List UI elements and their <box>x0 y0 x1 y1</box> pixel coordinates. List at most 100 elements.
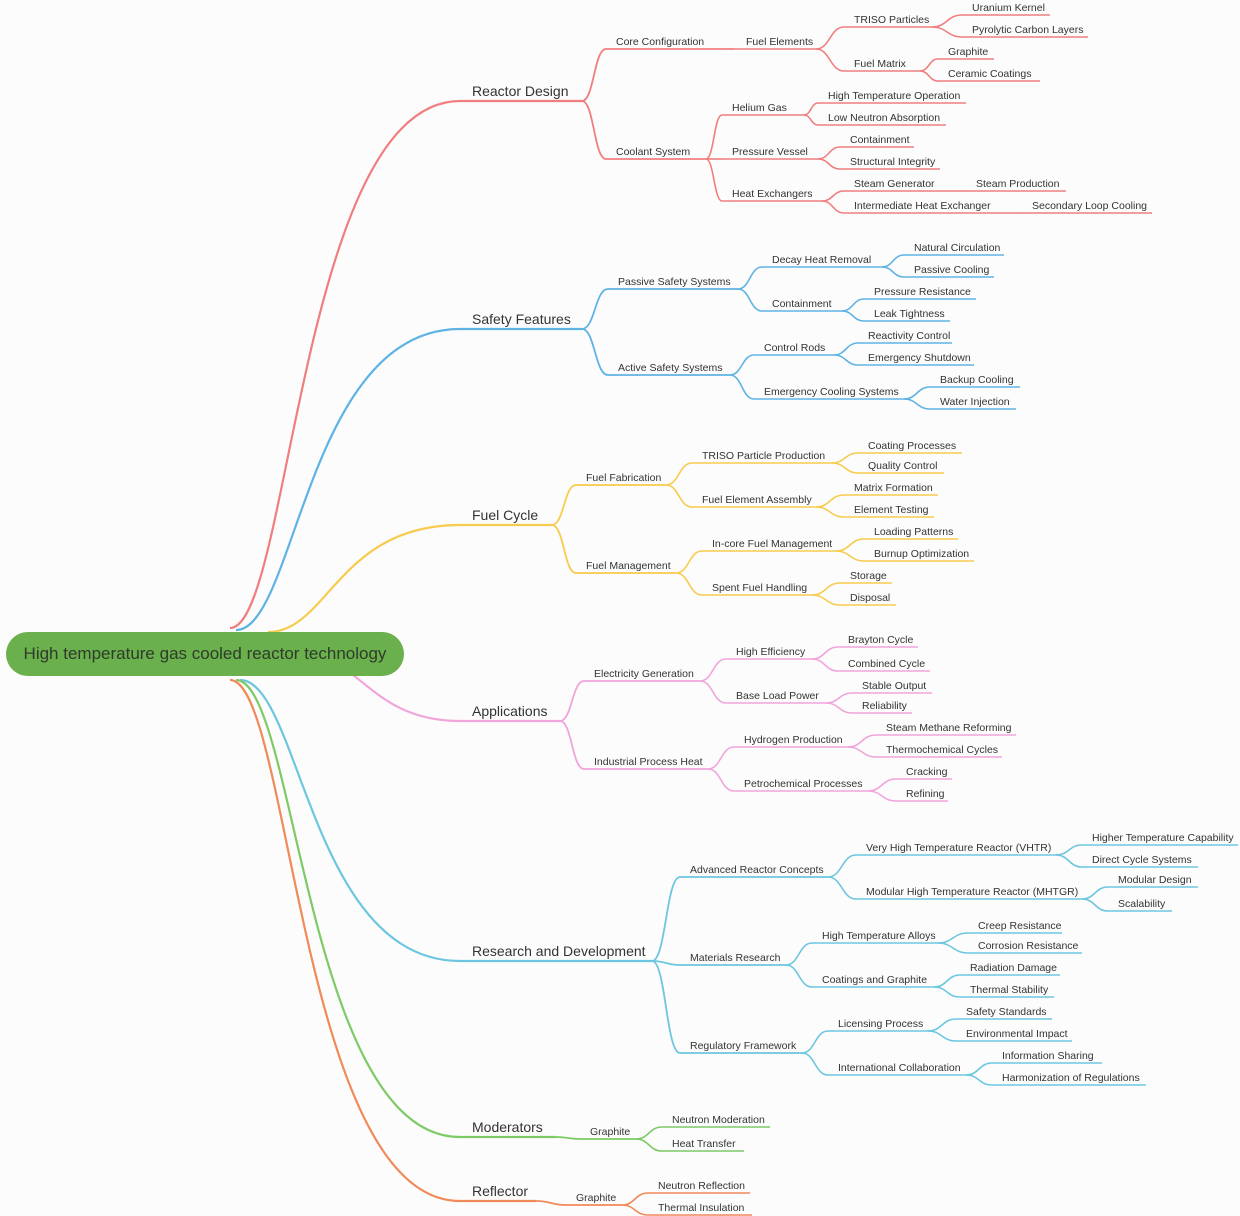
node-secondary-loop-cooling[interactable]: Secondary Loop Cooling <box>1032 200 1147 212</box>
root-node[interactable]: High temperature gas cooled reactor tech… <box>6 632 404 676</box>
node-very-high-temperature-reactor-vhtr[interactable]: Very High Temperature Reactor (VHTR) <box>866 842 1051 854</box>
node-low-neutron-absorption[interactable]: Low Neutron Absorption <box>828 112 940 124</box>
node-direct-cycle-systems[interactable]: Direct Cycle Systems <box>1092 854 1192 866</box>
node-containment[interactable]: Containment <box>850 134 910 146</box>
node-high-temperature-operation[interactable]: High Temperature Operation <box>828 90 960 102</box>
branch-reactor-design[interactable]: Reactor Design <box>472 83 569 99</box>
connector-fuel-element-assembly <box>665 484 693 508</box>
branch-reflector[interactable]: Reflector <box>472 1183 528 1199</box>
node-element-testing[interactable]: Element Testing <box>854 504 929 516</box>
node-graphite[interactable]: Graphite <box>948 46 988 58</box>
node-fuel-matrix[interactable]: Fuel Matrix <box>854 58 907 70</box>
node-triso-particle-production[interactable]: TRISO Particle Production <box>702 450 825 462</box>
node-helium-gas[interactable]: Helium Gas <box>732 102 787 114</box>
node-modular-design[interactable]: Modular Design <box>1118 874 1192 886</box>
node-stable-output[interactable]: Stable Output <box>862 680 926 692</box>
node-passive-safety-systems[interactable]: Passive Safety Systems <box>618 276 731 288</box>
node-active-safety-systems[interactable]: Active Safety Systems <box>618 362 722 374</box>
node-passive-cooling[interactable]: Passive Cooling <box>914 264 989 276</box>
connector-low-neutron-absorption <box>803 114 819 126</box>
node-materials-research[interactable]: Materials Research <box>690 952 781 964</box>
node-spent-fuel-handling[interactable]: Spent Fuel Handling <box>712 582 807 594</box>
node-electricity-generation[interactable]: Electricity Generation <box>594 668 694 680</box>
node-refining[interactable]: Refining <box>906 788 945 800</box>
node-base-load-power[interactable]: Base Load Power <box>736 690 819 702</box>
node-graphite[interactable]: Graphite <box>576 1192 616 1204</box>
node-heat-exchangers[interactable]: Heat Exchangers <box>732 188 813 200</box>
node-pyrolytic-carbon-layers[interactable]: Pyrolytic Carbon Layers <box>972 24 1083 36</box>
node-graphite[interactable]: Graphite <box>590 1126 630 1138</box>
node-modular-high-temperature-reactor-mhtgr[interactable]: Modular High Temperature Reactor (MHTGR) <box>866 886 1078 898</box>
node-backup-cooling[interactable]: Backup Cooling <box>940 374 1014 386</box>
branch-applications[interactable]: Applications <box>472 703 548 719</box>
node-environmental-impact[interactable]: Environmental Impact <box>966 1028 1068 1040</box>
node-steam-generator[interactable]: Steam Generator <box>854 178 935 190</box>
node-hydrogen-production[interactable]: Hydrogen Production <box>744 734 843 746</box>
node-creep-resistance[interactable]: Creep Resistance <box>978 920 1062 932</box>
node-emergency-cooling-systems[interactable]: Emergency Cooling Systems <box>764 386 899 398</box>
node-industrial-process-heat[interactable]: Industrial Process Heat <box>594 756 703 768</box>
node-pressure-resistance[interactable]: Pressure Resistance <box>874 286 971 298</box>
node-emergency-shutdown[interactable]: Emergency Shutdown <box>868 352 971 364</box>
node-fuel-management[interactable]: Fuel Management <box>586 560 671 572</box>
node-high-efficiency[interactable]: High Efficiency <box>736 646 806 658</box>
branch-moderators[interactable]: Moderators <box>472 1119 543 1135</box>
node-disposal[interactable]: Disposal <box>850 592 890 604</box>
node-core-configuration[interactable]: Core Configuration <box>616 36 704 48</box>
node-steam-production[interactable]: Steam Production <box>976 178 1060 190</box>
node-triso-particles[interactable]: TRISO Particles <box>854 14 929 26</box>
node-petrochemical-processes[interactable]: Petrochemical Processes <box>744 778 862 790</box>
node-neutron-moderation[interactable]: Neutron Moderation <box>672 1114 765 1126</box>
node-combined-cycle[interactable]: Combined Cycle <box>848 658 925 670</box>
node-leak-tightness[interactable]: Leak Tightness <box>874 308 945 320</box>
node-heat-transfer[interactable]: Heat Transfer <box>672 1138 736 1150</box>
node-control-rods[interactable]: Control Rods <box>764 342 825 354</box>
node-coatings-and-graphite[interactable]: Coatings and Graphite <box>822 974 927 986</box>
node-thermochemical-cycles[interactable]: Thermochemical Cycles <box>886 744 998 756</box>
node-reliability[interactable]: Reliability <box>862 700 908 712</box>
node-containment[interactable]: Containment <box>772 298 832 310</box>
node-fuel-elements[interactable]: Fuel Elements <box>746 36 813 48</box>
node-decay-heat-removal[interactable]: Decay Heat Removal <box>772 254 871 266</box>
branch-research-and-development[interactable]: Research and Development <box>472 943 646 959</box>
node-neutron-reflection[interactable]: Neutron Reflection <box>658 1180 745 1192</box>
node-high-temperature-alloys[interactable]: High Temperature Alloys <box>822 930 936 942</box>
node-cracking[interactable]: Cracking <box>906 766 948 778</box>
node-uranium-kernel[interactable]: Uranium Kernel <box>972 2 1045 14</box>
connector-storage <box>811 582 841 596</box>
node-ceramic-coatings[interactable]: Ceramic Coatings <box>948 68 1031 80</box>
node-brayton-cycle[interactable]: Brayton Cycle <box>848 634 914 646</box>
node-structural-integrity[interactable]: Structural Integrity <box>850 156 936 168</box>
node-licensing-process[interactable]: Licensing Process <box>838 1018 923 1030</box>
node-coolant-system[interactable]: Coolant System <box>616 146 690 158</box>
node-loading-patterns[interactable]: Loading Patterns <box>874 526 953 538</box>
node-in-core-fuel-management[interactable]: In-core Fuel Management <box>712 538 832 550</box>
node-fuel-fabrication[interactable]: Fuel Fabrication <box>586 472 661 484</box>
node-reactivity-control[interactable]: Reactivity Control <box>868 330 950 342</box>
node-higher-temperature-capability[interactable]: Higher Temperature Capability <box>1092 832 1234 844</box>
node-pressure-vessel[interactable]: Pressure Vessel <box>732 146 808 158</box>
node-coating-processes[interactable]: Coating Processes <box>868 440 956 452</box>
node-harmonization-of-regulations[interactable]: Harmonization of Regulations <box>1002 1072 1140 1084</box>
node-burnup-optimization[interactable]: Burnup Optimization <box>874 548 969 560</box>
node-information-sharing[interactable]: Information Sharing <box>1002 1050 1094 1062</box>
node-advanced-reactor-concepts[interactable]: Advanced Reactor Concepts <box>690 864 824 876</box>
node-steam-methane-reforming[interactable]: Steam Methane Reforming <box>886 722 1012 734</box>
node-quality-control[interactable]: Quality Control <box>868 460 937 472</box>
node-fuel-element-assembly[interactable]: Fuel Element Assembly <box>702 494 812 506</box>
node-thermal-stability[interactable]: Thermal Stability <box>970 984 1049 996</box>
node-scalability[interactable]: Scalability <box>1118 898 1166 910</box>
node-regulatory-framework[interactable]: Regulatory Framework <box>690 1040 797 1052</box>
node-thermal-insulation[interactable]: Thermal Insulation <box>658 1202 745 1214</box>
node-matrix-formation[interactable]: Matrix Formation <box>854 482 933 494</box>
node-international-collaboration[interactable]: International Collaboration <box>838 1062 961 1074</box>
branch-fuel-cycle[interactable]: Fuel Cycle <box>472 507 538 523</box>
node-safety-standards[interactable]: Safety Standards <box>966 1006 1047 1018</box>
node-water-injection[interactable]: Water Injection <box>940 396 1010 408</box>
node-intermediate-heat-exchanger[interactable]: Intermediate Heat Exchanger <box>854 200 991 212</box>
node-corrosion-resistance[interactable]: Corrosion Resistance <box>978 940 1079 952</box>
node-natural-circulation[interactable]: Natural Circulation <box>914 242 1001 254</box>
node-storage[interactable]: Storage <box>850 570 887 582</box>
branch-safety-features[interactable]: Safety Features <box>472 311 571 327</box>
node-radiation-damage[interactable]: Radiation Damage <box>970 962 1057 974</box>
